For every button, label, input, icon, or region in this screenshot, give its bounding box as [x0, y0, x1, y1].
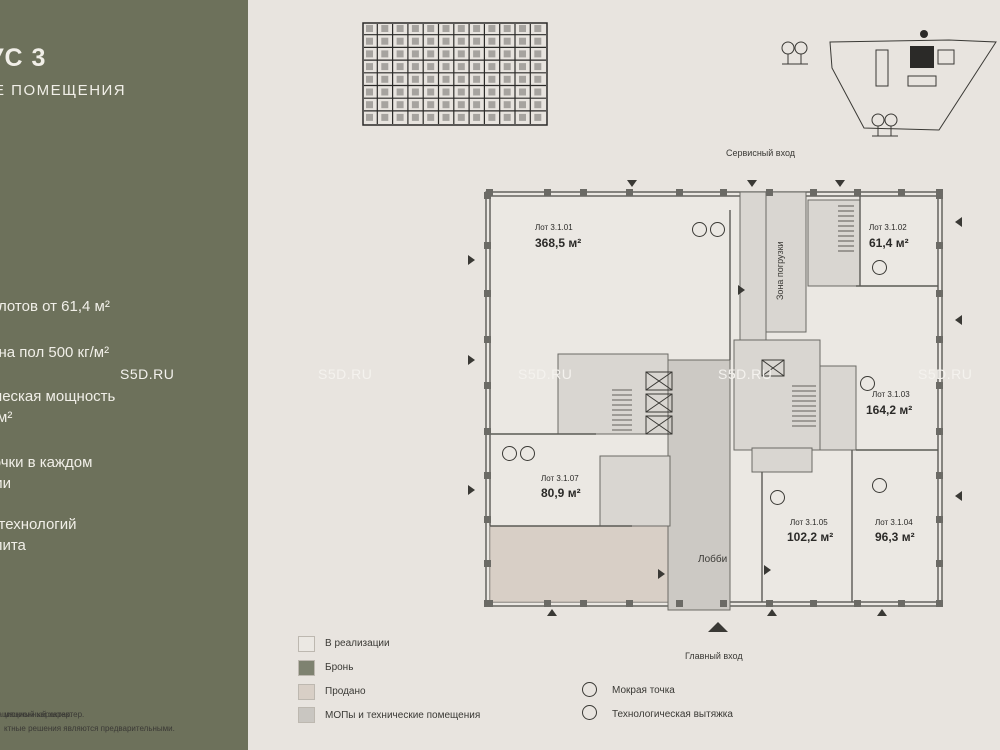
lot-name: Лот 3.1.03	[872, 390, 910, 399]
main-entrance-label: Главный вход	[685, 651, 743, 661]
sidebar: УС 3 Е ПОМЕЩЕНИЯ ь лотов от 61,4 м² а на…	[0, 0, 248, 750]
lot-area: 80,9 м²	[541, 486, 581, 500]
building-title: УС 3	[0, 44, 47, 72]
loading-zone-label: Зона погрузки	[775, 241, 785, 300]
water-drop-icon	[872, 478, 887, 493]
water-drop-icon	[872, 260, 887, 275]
legend-label-available: В реализации	[325, 638, 390, 649]
legend-label-sold: Продано	[325, 686, 366, 697]
sold-area	[489, 525, 669, 603]
water-drop-icon	[860, 376, 875, 391]
lot-name: Лот 3.1.05	[790, 518, 828, 527]
floor-plan	[468, 180, 962, 632]
legend-swatch-reserved	[298, 660, 315, 676]
lot-area: 368,5 м²	[535, 236, 582, 250]
footnote-line-2: ктные решения являются предварительными.	[4, 724, 175, 733]
legend-label-ventilation: Технологическая вытяжка	[612, 709, 733, 720]
ventilation-icon	[520, 446, 535, 461]
water-drop-icon	[770, 490, 785, 505]
lot-name: Лот 3.1.07	[541, 474, 579, 483]
watermark: S5D.RU	[918, 366, 973, 382]
building-facade-image	[362, 22, 548, 126]
lot-area: 96,3 м²	[875, 530, 915, 544]
water-drop-icon	[692, 222, 707, 237]
legend-label-reserved: Бронь	[325, 662, 354, 673]
watermark: S5D.RU	[120, 366, 175, 382]
service-entrance-label: Сервисный вход	[726, 148, 796, 158]
legend-swatch-common	[298, 707, 315, 723]
feature-power: ическая мощность т/м²	[0, 388, 116, 426]
lot-area: 102,2 м²	[787, 530, 834, 544]
building-subtitle: Е ПОМЕЩЕНИЯ	[0, 82, 127, 99]
site-location-map	[781, 30, 997, 137]
feature-technologies: е технологий епита	[0, 516, 77, 554]
feature-wet-points: точки в каждом нии	[0, 454, 93, 492]
legend-swatch-sold	[298, 684, 315, 700]
ventilation-icon	[710, 222, 725, 237]
feature-floor-load: а на пол 500 кг/м²	[0, 344, 110, 361]
watermark: S5D.RU	[718, 366, 773, 382]
legend-swatch-available	[298, 636, 315, 652]
ventilation-icon	[582, 705, 597, 720]
water-drop-icon	[502, 446, 517, 461]
legend-label-common: МОПы и технические помещения	[325, 710, 481, 721]
tree-icon	[781, 41, 898, 137]
lot-area: 164,2 м²	[866, 403, 913, 417]
lot-name: Лот 3.1.02	[869, 223, 907, 232]
watermark: S5D.RU	[518, 366, 573, 382]
water-drop-icon	[582, 682, 597, 697]
watermark: S5D.RU	[318, 366, 373, 382]
lot-area: 61,4 м²	[869, 236, 909, 250]
lot-name: Лот 3.1.01	[535, 223, 573, 232]
footnote-line-1: мационный характер.	[4, 710, 85, 719]
feature-lot-size: ь лотов от 61,4 м²	[0, 298, 110, 315]
lobby-label: Лобби	[698, 554, 728, 565]
footnote-1: мационный характер.	[0, 710, 73, 719]
legend-label-wet-point: Мокрая точка	[612, 685, 675, 696]
lot-name: Лот 3.1.04	[875, 518, 913, 527]
